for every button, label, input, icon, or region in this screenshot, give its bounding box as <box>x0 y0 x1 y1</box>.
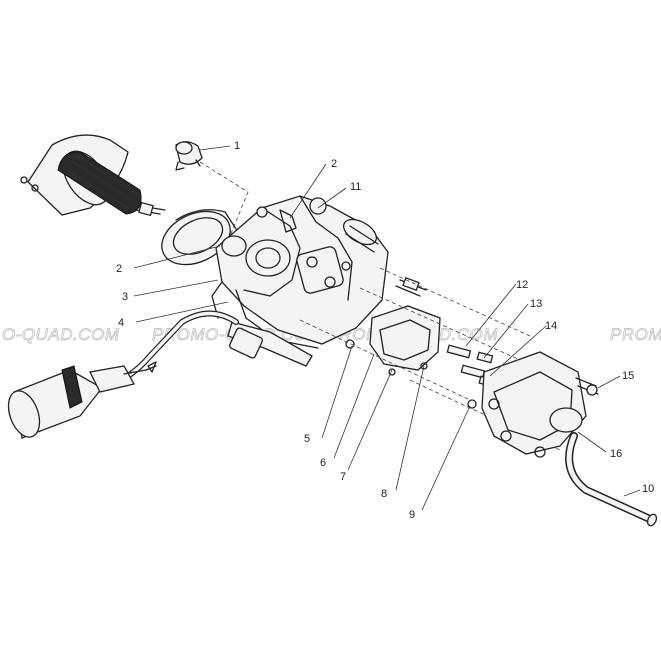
callout-14: 14 <box>545 320 557 332</box>
throttle-cable <box>7 310 264 439</box>
carburetor-body <box>211 195 389 367</box>
callout-1: 1 <box>234 140 240 152</box>
callout-2-upper: 2 <box>331 158 337 170</box>
callout-10: 10 <box>642 483 654 495</box>
float-bowl <box>345 305 441 376</box>
dashed-guides <box>299 267 561 451</box>
leader-lines <box>133 145 641 511</box>
callout-16: 16 <box>610 448 622 460</box>
callout-11: 11 <box>350 181 361 193</box>
watermark-left: O-QUAD.COM <box>2 325 120 344</box>
callout-5: 5 <box>304 433 310 445</box>
part-1-fitting <box>175 141 203 171</box>
dashed-guide-1 <box>199 161 249 237</box>
part-16-housing <box>481 351 599 458</box>
callout-8: 8 <box>381 488 387 500</box>
callout-3: 3 <box>122 291 128 303</box>
callout-13: 13 <box>530 298 542 310</box>
callout-12: 12 <box>516 279 528 291</box>
callout-4: 4 <box>118 317 124 329</box>
callout-9: 9 <box>409 509 415 521</box>
callout-6: 6 <box>320 457 326 469</box>
watermark-right: PROMO <box>610 325 661 344</box>
callout-7: 7 <box>340 471 346 483</box>
callout-2-lower: 2 <box>116 263 122 275</box>
callout-labels: 1 2 11 2 3 4 12 13 14 15 16 10 5 6 7 8 9 <box>116 140 654 521</box>
throttle-grip <box>20 134 166 217</box>
callout-15: 15 <box>622 370 634 382</box>
part-2-diaphragm-cover <box>161 209 239 266</box>
